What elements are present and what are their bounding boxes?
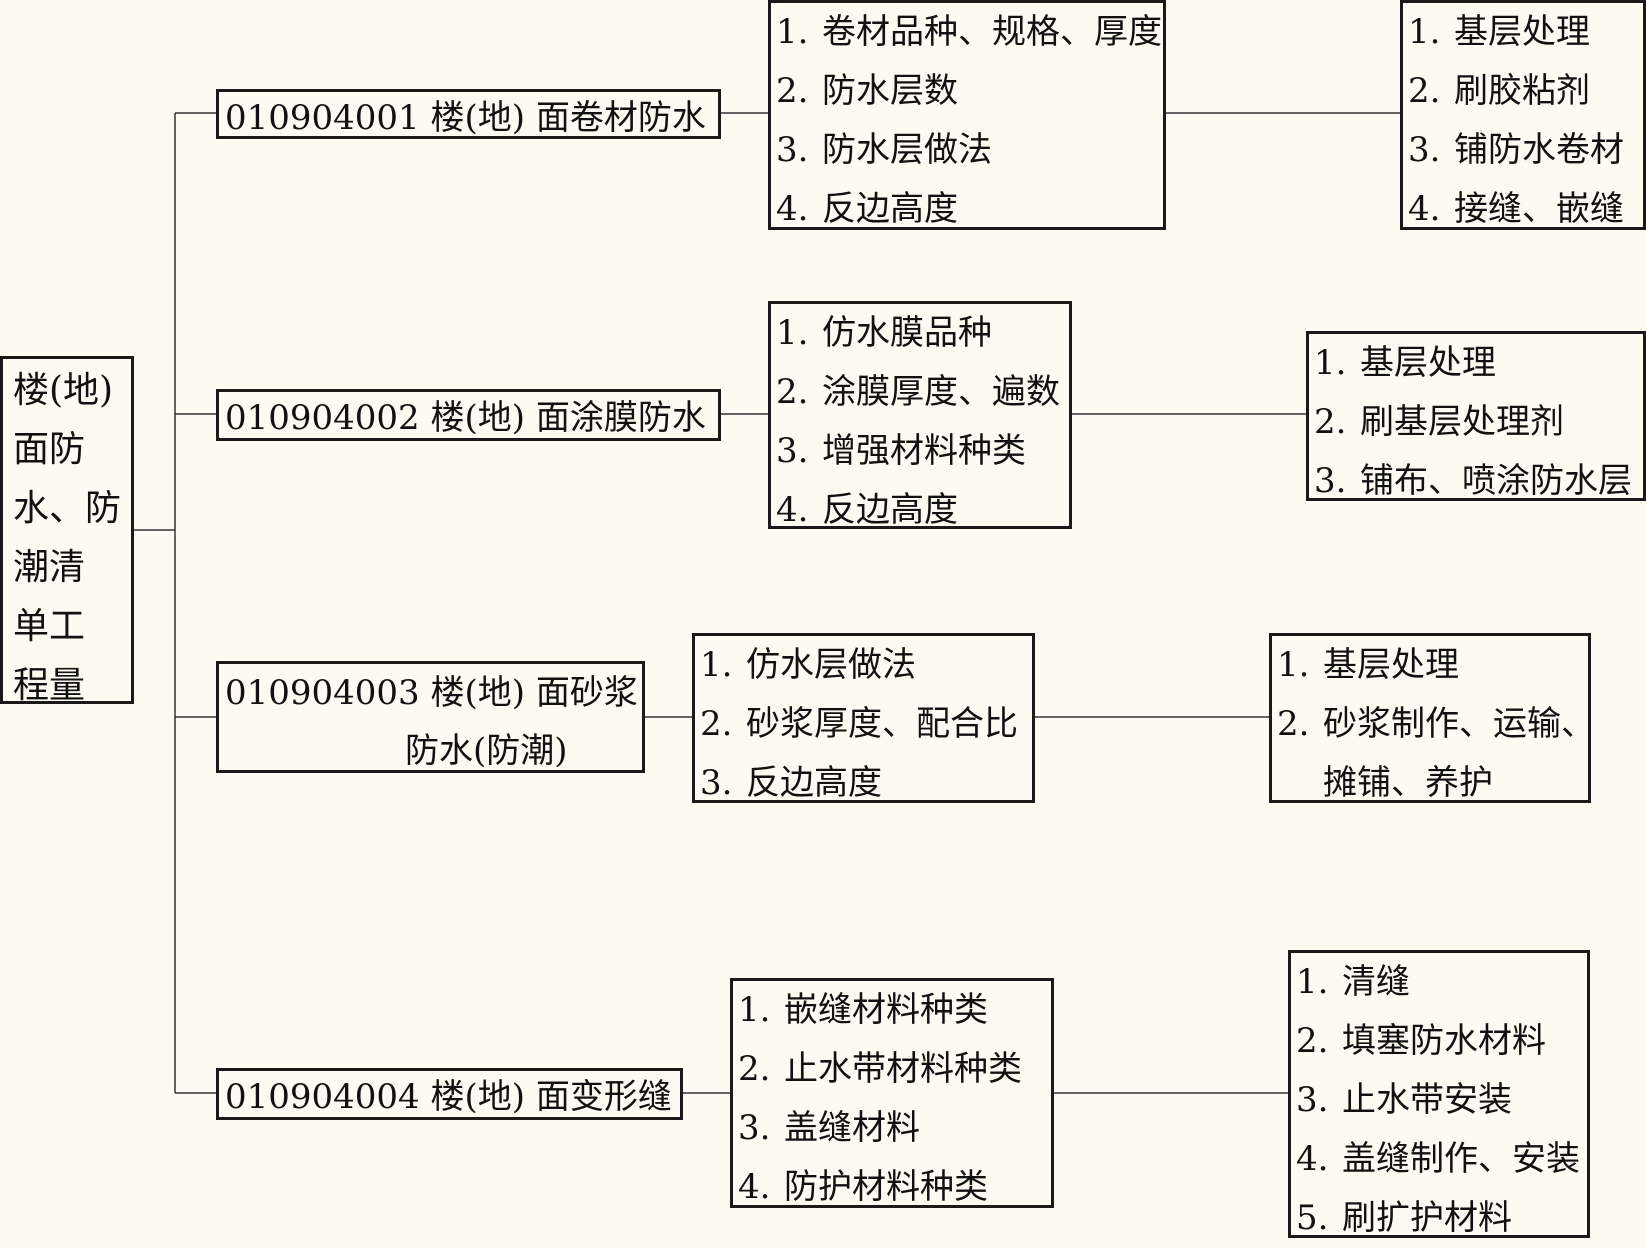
- feature-item: 4.反边高度: [776, 490, 958, 530]
- work-item: 2.刷基层处理剂: [1314, 402, 1564, 442]
- feature-item: 1.嵌缝材料种类: [738, 990, 988, 1030]
- feature-item: 3.防水层做法: [776, 130, 992, 170]
- branch-3-code-box: 010904003 楼(地) 面砂浆 防水(防潮): [216, 661, 645, 773]
- work-item: 5.刷扩护材料: [1296, 1198, 1512, 1238]
- work-item: 4.盖缝制作、安装: [1296, 1139, 1580, 1179]
- branch-3-code-label: 010904003 楼(地) 面砂浆: [225, 673, 638, 713]
- root-label-line: 潮清: [13, 547, 86, 588]
- branch-3-work-box: 1.基层处理 2.砂浆制作、运输、 摊铺、养护: [1269, 633, 1595, 803]
- feature-item: 1.仿水层做法: [700, 645, 916, 685]
- root-label-line: 程量: [13, 665, 86, 706]
- branch-1-code-box: 010904001 楼(地) 面卷材防水: [216, 89, 721, 139]
- branch-4-features-box: 1.嵌缝材料种类 2.止水带材料种类 3.盖缝材料 4.防护材料种类: [730, 978, 1054, 1208]
- branch-4-code-box: 010904004 楼(地) 面变形缝: [216, 1068, 683, 1120]
- branch-2-work-box: 1.基层处理 2.刷基层处理剂 3.铺布、喷涂防水层: [1306, 331, 1646, 501]
- work-item: 4.接缝、嵌缝: [1408, 189, 1624, 229]
- root-node: 楼(地) 面防 水、防 潮清 单工 程量: [0, 356, 134, 706]
- feature-item: 3.反边高度: [700, 763, 882, 803]
- work-item: 1.基层处理: [1277, 645, 1459, 685]
- work-item: 3.止水带安装: [1296, 1080, 1512, 1120]
- feature-item: 4.防护材料种类: [738, 1167, 988, 1207]
- feature-item: 2.砂浆厚度、配合比: [700, 704, 1018, 744]
- work-item: 2.刷胶粘剂: [1408, 71, 1590, 111]
- branch-2-features-box: 1.仿水膜品种 2.涂膜厚度、遍数 3.增强材料种类 4.反边高度: [768, 301, 1072, 530]
- branch-3-code-label-cont: 防水(防潮): [405, 731, 568, 771]
- work-item: 2.砂浆制作、运输、: [1277, 704, 1595, 744]
- feature-item: 2.防水层数: [776, 71, 958, 111]
- feature-item: 2.涂膜厚度、遍数: [776, 372, 1060, 412]
- work-item: 2.填塞防水材料: [1296, 1021, 1546, 1061]
- branch-1-code-label: 010904001 楼(地) 面卷材防水: [225, 98, 706, 138]
- work-item: 3.铺布、喷涂防水层: [1314, 461, 1632, 501]
- work-item: 1.基层处理: [1314, 343, 1496, 383]
- root-label-line: 面防: [13, 429, 86, 470]
- feature-item: 4.反边高度: [776, 189, 958, 229]
- work-item: 1.基层处理: [1408, 12, 1590, 52]
- root-label-line: 单工: [13, 606, 86, 647]
- feature-item: 3.盖缝材料: [738, 1108, 920, 1148]
- branch-1-work-box: 1.基层处理 2.刷胶粘剂 3.铺防水卷材 4.接缝、嵌缝: [1400, 0, 1646, 230]
- branch-1-features-box: 1.卷材品种、规格、厚度 2.防水层数 3.防水层做法 4.反边高度: [768, 0, 1166, 230]
- branch-4-work-box: 1.清缝 2.填塞防水材料 3.止水带安装 4.盖缝制作、安装 5.刷扩护材料: [1288, 950, 1590, 1238]
- root-label-line: 楼(地): [13, 370, 114, 411]
- work-item: 3.铺防水卷材: [1408, 130, 1624, 170]
- feature-item: 1.仿水膜品种: [776, 313, 992, 353]
- feature-item: 1.卷材品种、规格、厚度: [776, 12, 1162, 52]
- work-item-continuation: 摊铺、养护: [1323, 763, 1493, 803]
- feature-item: 2.止水带材料种类: [738, 1049, 1022, 1089]
- branch-2-code-label: 010904002 楼(地) 面涂膜防水: [225, 398, 706, 438]
- branch-3-features-box: 1.仿水层做法 2.砂浆厚度、配合比 3.反边高度: [692, 633, 1035, 803]
- work-item: 1.清缝: [1296, 962, 1410, 1002]
- branch-2-code-box: 010904002 楼(地) 面涂膜防水: [216, 389, 721, 441]
- root-label-line: 水、防: [13, 488, 122, 529]
- feature-item: 3.增强材料种类: [776, 431, 1026, 471]
- branch-4-code-label: 010904004 楼(地) 面变形缝: [225, 1077, 672, 1117]
